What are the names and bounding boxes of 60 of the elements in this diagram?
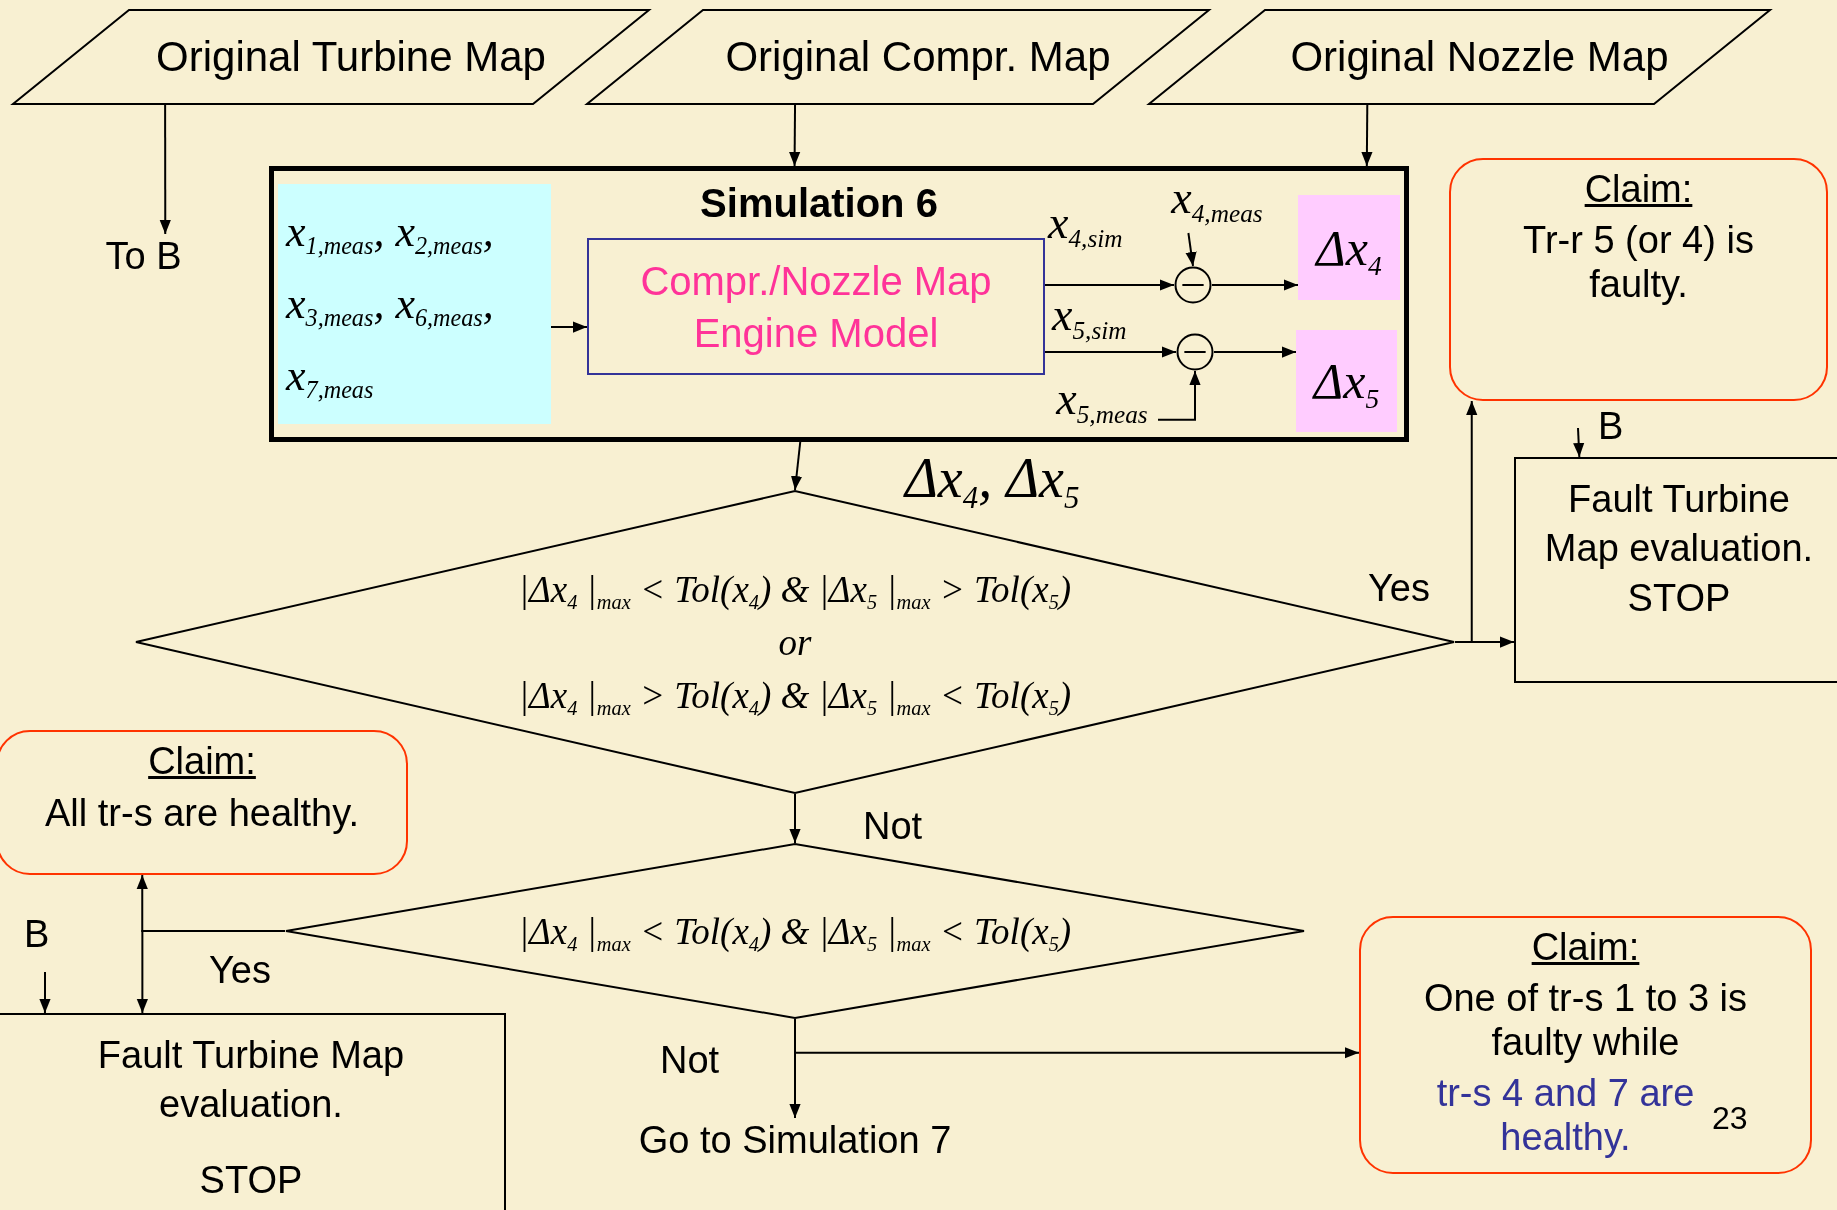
process-box — [0, 1013, 506, 1210]
formula: Δx$_{5}$ — [1313, 352, 1380, 410]
box-text: Tr-r 5 (or 4) is faulty. — [1522, 219, 1755, 307]
output-box — [1296, 330, 1397, 432]
subtract-circle — [1174, 266, 1212, 304]
box-text: Fault Turbine Map evaluation. — [96, 1033, 406, 1128]
arrow — [794, 1018, 1360, 1059]
box-title: Original Turbine Map — [155, 33, 546, 81]
arrow — [1044, 279, 1175, 291]
arrow — [1213, 346, 1297, 358]
arrow — [789, 793, 801, 844]
arrow — [550, 321, 588, 333]
formula: Δx$_{4}$ — [1316, 218, 1382, 277]
arrow — [1454, 636, 1515, 648]
arrow — [1157, 370, 1201, 421]
data-parallelogram — [586, 9, 1210, 105]
box-text: One of tr-s 1 to 3 is faulty while — [1422, 977, 1749, 1065]
claim-box — [1449, 158, 1828, 401]
box-text: Compr./Nozzle Map Engine Model — [639, 257, 993, 357]
formula: |Δx$_{4}$ |$_{max}$ > Tol(x$_{4}$) & |Δx$_{5}$ |$_{max}$ < Tol(x$_{5}$) — [518, 673, 1072, 717]
claim-box — [0, 730, 408, 875]
arrow — [1044, 346, 1177, 358]
arrow — [136, 930, 286, 1014]
claim-box — [1359, 916, 1812, 1174]
heading: Claim: — [148, 740, 256, 783]
process-box — [587, 238, 1045, 375]
variable-text: x$_{5,meas}$ — [1046, 372, 1158, 434]
data-parallelogram — [12, 9, 650, 105]
arrow — [39, 971, 51, 1014]
arrow — [1185, 232, 1197, 267]
box-text: All tr-s are healthy. — [44, 791, 360, 836]
subtract-circle — [1176, 333, 1214, 371]
output-box — [1298, 195, 1400, 300]
variable-list: x$_{1,meas}$, x$_{2,meas}$, x$_{3,meas}$, x$_{6,meas}$, x$_{7,meas}$ — [286, 196, 526, 412]
arrow — [789, 104, 801, 167]
formula: |Δx$_{4}$ |$_{max}$ < Tol(x$_{4}$) & |Δx$_{5}$ |$_{max}$ < Tol(x$_{5}$) — [518, 909, 1072, 953]
data-parallelogram — [1148, 9, 1771, 105]
box-title: Original Nozzle Map — [1289, 33, 1669, 81]
simulation-frame — [269, 166, 1409, 442]
formula: |Δx$_{4}$ |$_{max}$ < Tol(x$_{4}$) & |Δx$_{5}$ |$_{max}$ > Tol(x$_{5}$) — [518, 567, 1072, 611]
box-text: Fault Turbine Map evaluation. STOP — [1544, 477, 1814, 621]
arrow — [790, 441, 803, 491]
heading: Claim: — [1584, 168, 1693, 211]
arrow — [1211, 279, 1299, 291]
formula: or — [778, 620, 812, 664]
box-text: tr-s 4 and 7 are healthy. — [1435, 1072, 1696, 1160]
box-title: Original Compr. Map — [724, 33, 1111, 81]
arrow — [159, 104, 171, 235]
input-list-box — [278, 184, 551, 424]
process-box — [1514, 457, 1837, 683]
frame-title: Simulation 6 — [700, 181, 938, 226]
arrow — [1573, 427, 1585, 458]
target-text: Go to Simulation 7 — [597, 1118, 993, 1178]
box-text: STOP — [199, 1157, 303, 1203]
decision-diamond — [285, 843, 1305, 1019]
page-number: 23 — [1712, 1100, 1748, 1137]
variable-text: x$_{4,meas}$ — [1162, 171, 1272, 233]
heading: Claim: — [1531, 926, 1640, 969]
target-text: To B — [94, 234, 193, 281]
arrow — [1361, 104, 1373, 167]
